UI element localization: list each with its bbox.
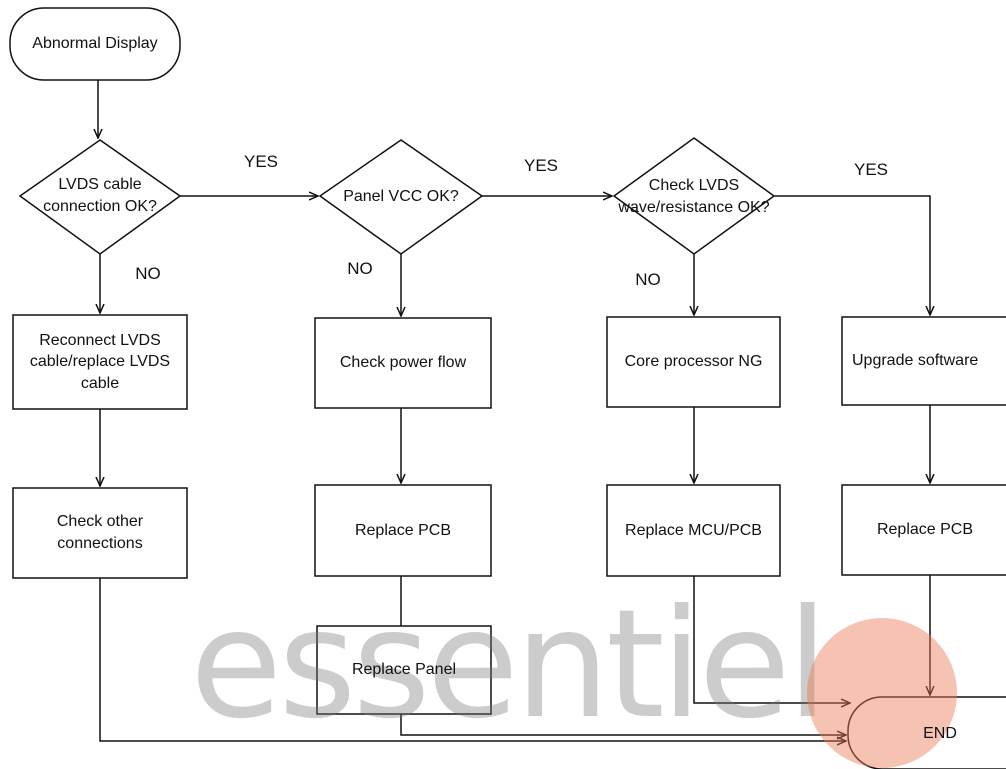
box-check-other-connections (12, 487, 188, 579)
yes-label-3: YES (853, 159, 889, 179)
box-reconnect-lvds-label: Reconnect LVDS cable/replace LVDS cable (29, 331, 171, 392)
connector-mcu-end (693, 576, 850, 703)
start-terminator (9, 7, 181, 81)
watermark-text: essentiel (190, 578, 828, 752)
box-replace-pcb-2-label: Replace PCB (876, 521, 974, 539)
box-replace-panel-label: Replace Panel (351, 661, 457, 679)
connector-check-end (99, 578, 846, 741)
box-replace-pcb-2 (841, 484, 1006, 576)
no-label-1: NO (135, 263, 161, 283)
decision-lvds-wave-label: Check LVDS wave/resistance OK? (618, 177, 770, 216)
watermark-logo-icon (807, 618, 957, 768)
yes-label-1: YES (243, 151, 279, 171)
connector-d3-yes (774, 195, 930, 315)
end-label: END (923, 725, 957, 743)
box-replace-panel (316, 625, 492, 715)
box-core-processor (606, 316, 781, 408)
start-label: Abnormal Display (32, 35, 158, 53)
end-terminator (847, 696, 1006, 769)
connector-panel-end (400, 714, 846, 735)
box-check-other-connections-label: Check other connections (56, 513, 144, 552)
box-replace-mcu-pcb-label: Replace MCU/PCB (625, 521, 762, 539)
box-replace-pcb-1 (314, 484, 492, 577)
no-label-2: NO (347, 258, 373, 278)
box-replace-pcb-1-label: Replace PCB (354, 521, 452, 539)
box-upgrade-software (841, 316, 1006, 406)
box-check-power-flow (314, 317, 492, 409)
decision-lvds-cable-label: LVDS cable connection OK? (43, 176, 157, 215)
no-label-3: NO (635, 269, 661, 289)
box-check-power-flow-label: Check power flow (339, 354, 467, 372)
box-core-processor-label: Core processor NG (624, 353, 763, 371)
box-upgrade-software-label: Upgrade software (852, 352, 979, 370)
decision-panel-vcc-label: Panel VCC OK? (343, 188, 459, 206)
box-replace-mcu-pcb (606, 484, 781, 577)
yes-label-2: YES (523, 155, 559, 175)
